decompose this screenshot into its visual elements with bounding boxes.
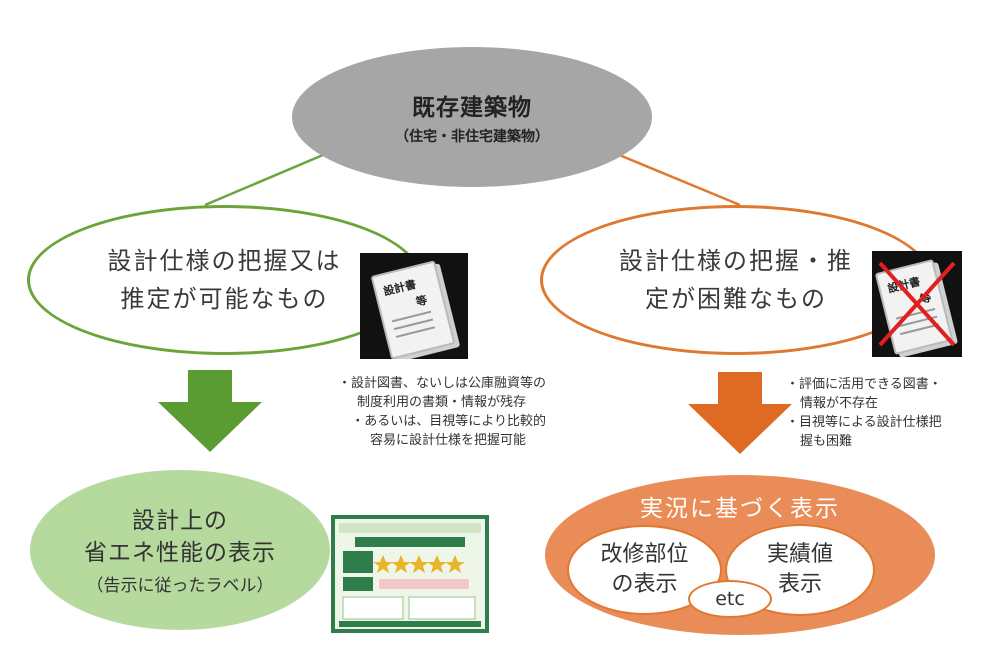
right-result-title: 実況に基づく表示 bbox=[640, 496, 840, 522]
root-subtitle: （住宅・非住宅建築物） bbox=[395, 129, 549, 145]
sub2-line1: 実績値 bbox=[766, 542, 833, 567]
root-node: 既存建築物 （住宅・非住宅建築物） bbox=[292, 47, 652, 187]
left-result-line1: 設計上の bbox=[132, 507, 228, 534]
right-condition-line1: 設計仕様の把握・推 bbox=[619, 247, 853, 275]
etc-label: etc bbox=[715, 588, 745, 610]
etc-node: etc bbox=[688, 580, 772, 618]
right-note-1: ・評価に活用できる図書・ bbox=[786, 377, 942, 392]
right-note-2: 情報が不存在 bbox=[800, 396, 879, 411]
right-notes: ・評価に活用できる図書・ 情報が不存在 ・目視等による設計仕様把 握も困難 bbox=[786, 375, 986, 451]
right-note-3: ・目視等による設計仕様把 bbox=[786, 415, 942, 430]
energy-label-graphic bbox=[339, 523, 481, 627]
book-label: 設計書 bbox=[382, 277, 418, 299]
book-suffix: 等 bbox=[414, 293, 429, 309]
arrow-down-right bbox=[688, 372, 792, 454]
left-result-line2: 省エネ性能の表示 bbox=[84, 539, 276, 566]
sub1-line2: の表示 bbox=[611, 572, 678, 597]
left-note-1: ・設計図書、ないしは公庫融資等の bbox=[337, 376, 546, 391]
renovation-part-display-node: 改修部位 の表示 bbox=[567, 525, 722, 615]
sub2-line2: 表示 bbox=[777, 572, 822, 597]
actual-value-display-node: 実績値 表示 bbox=[725, 524, 875, 616]
cross-mark-icon bbox=[878, 261, 956, 347]
right-condition-node: 設計仕様の把握・推 定が困難なもの bbox=[540, 205, 932, 355]
left-note-2: 制度利用の書類・情報が残存 bbox=[356, 395, 526, 410]
left-condition-node: 設計仕様の把握又は 推定が可能なもの bbox=[27, 205, 422, 355]
arrow-down-left bbox=[158, 370, 262, 452]
right-note-4: 握も困難 bbox=[800, 434, 853, 449]
left-notes: ・設計図書、ないしは公庫融資等の 制度利用の書類・情報が残存 ・あるいは、目視等… bbox=[316, 374, 546, 450]
design-label-result-node: 設計上の 省エネ性能の表示 （告示に従ったラベル） bbox=[30, 470, 330, 630]
design-document-icon: 設計書 等 bbox=[360, 253, 468, 359]
missing-design-document-icon: 設計書 等 bbox=[872, 251, 962, 357]
right-condition-line2: 定が困難なもの bbox=[645, 285, 827, 313]
connector-right bbox=[611, 150, 741, 207]
left-condition-line1: 設計仕様の把握又は bbox=[107, 247, 342, 275]
left-condition-line2: 推定が可能なもの bbox=[120, 285, 329, 313]
connector-left bbox=[204, 150, 331, 207]
root-title: 既存建築物 bbox=[412, 95, 532, 121]
left-note-4: 容易に設計仕様を把握可能 bbox=[369, 433, 526, 448]
left-result-line3: （告示に従ったラベル） bbox=[86, 575, 274, 596]
energy-label-image bbox=[331, 515, 489, 633]
sub1-line1: 改修部位 bbox=[600, 542, 689, 567]
left-note-3: ・あるいは、目視等により比較的 bbox=[351, 414, 546, 429]
